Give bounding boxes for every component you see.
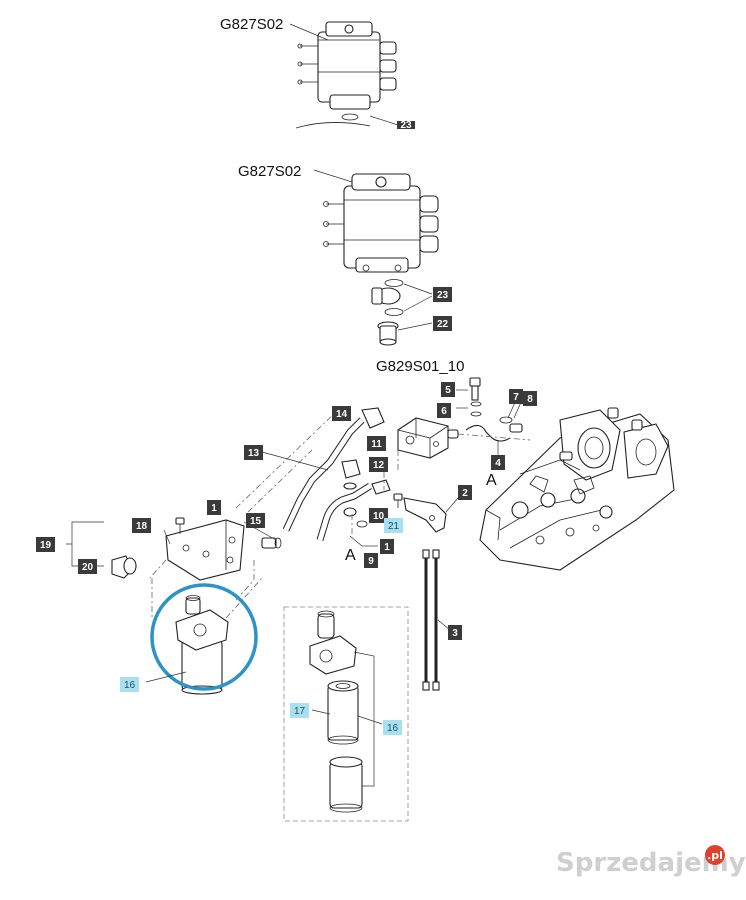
bolt-21 bbox=[393, 493, 403, 508]
valve-block bbox=[397, 417, 459, 459]
part-badge-2: 2 bbox=[458, 485, 472, 500]
main-valve-ref: G827S02 bbox=[238, 163, 301, 180]
fitting-12 bbox=[371, 479, 391, 495]
part-badge-5: 5 bbox=[441, 382, 455, 397]
svg-text:10: 10 bbox=[373, 511, 385, 522]
svg-text:1: 1 bbox=[211, 503, 217, 514]
bracket-2 bbox=[403, 497, 447, 533]
filter-exploded-frame bbox=[283, 606, 409, 822]
svg-text:2: 2 bbox=[462, 488, 468, 499]
svg-text:23: 23 bbox=[400, 120, 412, 131]
part-badge-11: 11 bbox=[367, 436, 386, 451]
valve-block-ref: G829S01_10 bbox=[376, 358, 464, 375]
svg-text:8: 8 bbox=[527, 394, 533, 405]
svg-text:23: 23 bbox=[437, 290, 449, 301]
part-badge-18: 18 bbox=[132, 518, 151, 533]
bolt-5 bbox=[469, 377, 481, 401]
svg-text:15: 15 bbox=[250, 516, 262, 527]
svg-text:3: 3 bbox=[452, 628, 458, 639]
svg-text:19: 19 bbox=[40, 540, 52, 551]
part-badge-14: 14 bbox=[332, 406, 351, 421]
transmission-housing bbox=[479, 407, 675, 571]
svg-text:.pl: .pl bbox=[707, 849, 723, 862]
part-badge-19: 19 bbox=[36, 537, 55, 552]
svg-text:18: 18 bbox=[136, 521, 148, 532]
part-badge-12: 12 bbox=[369, 457, 388, 472]
rods-3 bbox=[422, 549, 440, 691]
svg-text:9: 9 bbox=[368, 556, 374, 567]
seal-rings-23 bbox=[384, 279, 404, 316]
svg-text:7: 7 bbox=[513, 392, 519, 403]
reference-letter-a: A bbox=[486, 472, 497, 489]
part-badge-21: 21 bbox=[384, 518, 403, 533]
svg-text:22: 22 bbox=[437, 319, 449, 330]
filter-element-17 bbox=[327, 680, 359, 745]
svg-text:11: 11 bbox=[371, 439, 382, 450]
return-hose bbox=[101, 285, 401, 568]
filter-assembly-16 bbox=[175, 595, 229, 695]
svg-text:13: 13 bbox=[248, 448, 260, 459]
part-badge-23-top: 23 bbox=[400, 120, 412, 131]
part-badge-16b: 16 bbox=[383, 720, 402, 735]
svg-text:5: 5 bbox=[445, 385, 451, 396]
svg-text:21: 21 bbox=[388, 521, 400, 532]
elbow-fitting-20 bbox=[111, 555, 137, 579]
svg-text:14: 14 bbox=[336, 409, 348, 420]
reference-letter-a: A bbox=[345, 547, 356, 564]
svg-text:20: 20 bbox=[82, 562, 94, 573]
part-badge-23: 23 bbox=[433, 287, 452, 302]
part-badge-22: 22 bbox=[433, 316, 452, 331]
watermark-logo: Sprzedajemy .pl bbox=[556, 845, 746, 878]
connector-15 bbox=[261, 537, 282, 549]
part-badge-13: 13 bbox=[244, 445, 263, 460]
part-badge-9: 9 bbox=[364, 553, 378, 568]
svg-text:17: 17 bbox=[294, 706, 306, 717]
pipe-4 bbox=[465, 416, 523, 442]
part-badge-17: 17 bbox=[290, 703, 309, 718]
svg-text:1: 1 bbox=[384, 542, 390, 553]
washers-6 bbox=[470, 401, 482, 417]
screw-1 bbox=[175, 517, 185, 534]
part-badge-16a: 16 bbox=[120, 677, 139, 692]
part-badge-8: 8 bbox=[523, 391, 537, 406]
part-badge-3: 3 bbox=[448, 625, 462, 640]
main-control-valve bbox=[323, 173, 439, 273]
part-badge-1a: 1 bbox=[207, 500, 221, 515]
part-badge-7: 7 bbox=[509, 389, 523, 404]
svg-text:16: 16 bbox=[387, 723, 399, 734]
part-badge-4: 4 bbox=[491, 455, 505, 470]
svg-text:6: 6 bbox=[441, 406, 447, 417]
part-badge-20: 20 bbox=[78, 559, 97, 574]
adapter-22 bbox=[377, 321, 399, 346]
part-badge-10: 10 bbox=[369, 508, 388, 523]
bracket-1 bbox=[165, 519, 245, 581]
top-valve-ref: G827S02 bbox=[220, 16, 283, 33]
filter-head bbox=[309, 610, 357, 675]
svg-text:16: 16 bbox=[124, 680, 136, 691]
svg-text:4: 4 bbox=[495, 458, 501, 469]
part-badge-1b: 1 bbox=[380, 539, 394, 554]
part-badge-6: 6 bbox=[437, 403, 451, 418]
fitting-10 bbox=[343, 507, 368, 528]
filter-bowl bbox=[329, 756, 363, 813]
top-control-valve bbox=[295, 21, 397, 129]
highlight-circle bbox=[150, 583, 258, 691]
hose-13-14 bbox=[282, 407, 385, 542]
svg-text:12: 12 bbox=[373, 460, 385, 471]
part-badge-15: 15 bbox=[246, 513, 265, 528]
